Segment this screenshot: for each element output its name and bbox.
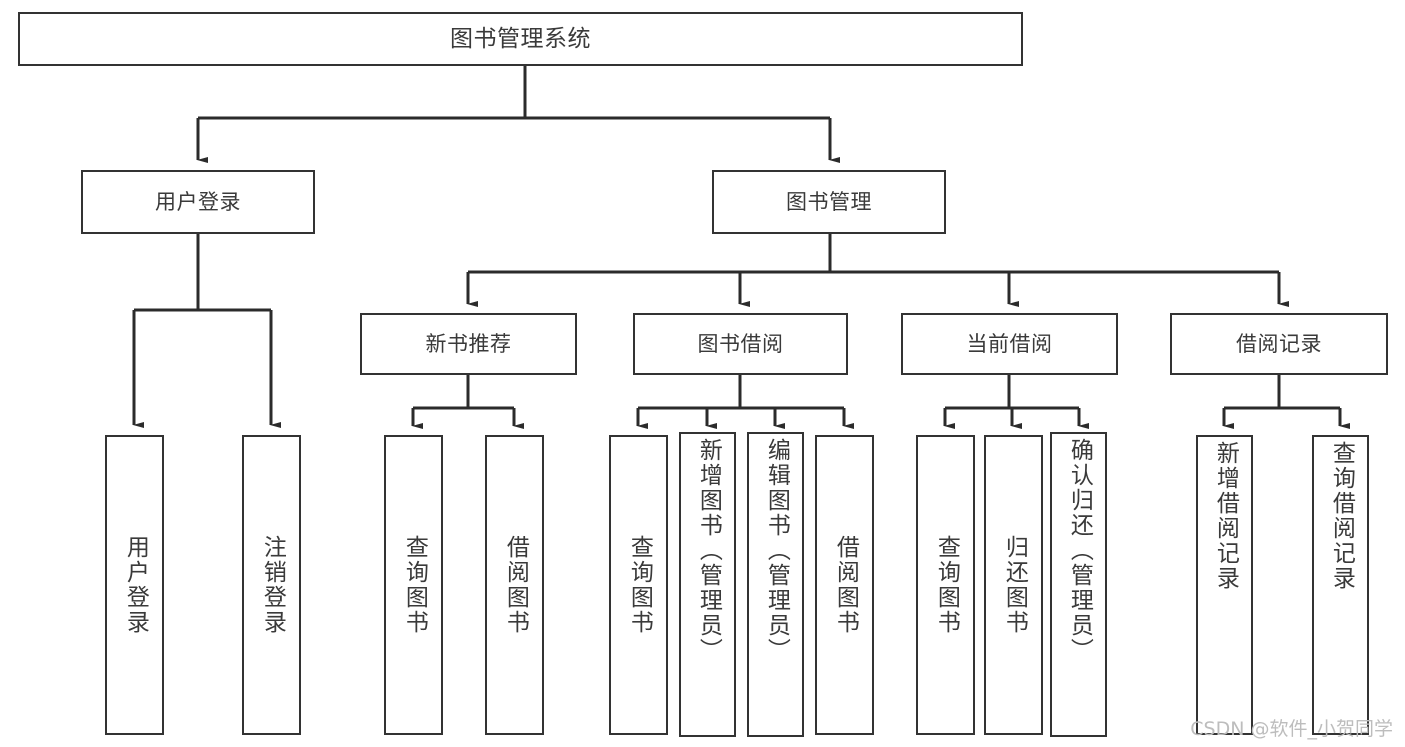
node-label: 新书推荐 <box>425 331 512 356</box>
node-label: 新增图书（管理员） <box>695 438 722 663</box>
node-book-borrow[interactable]: 图书借阅 <box>633 313 848 375</box>
node-label: 当前借阅 <box>966 331 1053 356</box>
node-label: 借阅图书 <box>502 535 529 635</box>
node-label: 图书管理 <box>786 189 872 214</box>
node-label: 查询图书 <box>401 535 428 635</box>
node-root-library-management-system[interactable]: 图书管理系统 <box>18 12 1023 66</box>
node-label: 图书借阅 <box>697 331 784 356</box>
leaf-user-login-logout[interactable]: 注销登录 <box>242 435 301 735</box>
leaf-book-borrow-add-book-admin[interactable]: 新增图书（管理员） <box>679 432 736 737</box>
node-label: 注销登录 <box>259 535 286 635</box>
node-label: 新增借阅记录 <box>1212 441 1239 591</box>
node-label: 用户登录 <box>155 189 241 214</box>
node-new-book-recommend[interactable]: 新书推荐 <box>360 313 577 375</box>
node-user-login[interactable]: 用户登录 <box>81 170 315 234</box>
leaf-book-borrow-borrow-book[interactable]: 借阅图书 <box>815 435 874 735</box>
node-label: 查询借阅记录 <box>1328 441 1355 591</box>
node-label: 借阅记录 <box>1236 331 1322 356</box>
node-label: 用户登录 <box>122 535 149 635</box>
node-label: 借阅图书 <box>832 535 859 635</box>
leaf-current-borrow-query-book[interactable]: 查询图书 <box>916 435 975 735</box>
node-label: 确认归还（管理员） <box>1066 438 1093 663</box>
leaf-current-borrow-return-book[interactable]: 归还图书 <box>984 435 1043 735</box>
node-current-borrow[interactable]: 当前借阅 <box>901 313 1118 375</box>
node-borrow-record[interactable]: 借阅记录 <box>1170 313 1388 375</box>
node-book-management[interactable]: 图书管理 <box>712 170 946 234</box>
leaf-user-login-login[interactable]: 用户登录 <box>105 435 164 735</box>
node-label: 查询图书 <box>626 535 653 635</box>
node-label: 编辑图书（管理员） <box>763 438 790 663</box>
leaf-book-borrow-query-book[interactable]: 查询图书 <box>609 435 668 735</box>
leaf-borrow-record-query-record[interactable]: 查询借阅记录 <box>1312 435 1369 735</box>
leaf-new-book-borrow-book[interactable]: 借阅图书 <box>485 435 544 735</box>
leaf-current-borrow-confirm-return-admin[interactable]: 确认归还（管理员） <box>1050 432 1107 737</box>
node-label: 查询图书 <box>933 535 960 635</box>
leaf-book-borrow-edit-book-admin[interactable]: 编辑图书（管理员） <box>747 432 804 737</box>
leaf-new-book-query-book[interactable]: 查询图书 <box>384 435 443 735</box>
node-label: 归还图书 <box>1001 535 1028 635</box>
leaf-borrow-record-add-record[interactable]: 新增借阅记录 <box>1196 435 1253 735</box>
node-label: 图书管理系统 <box>450 25 591 52</box>
